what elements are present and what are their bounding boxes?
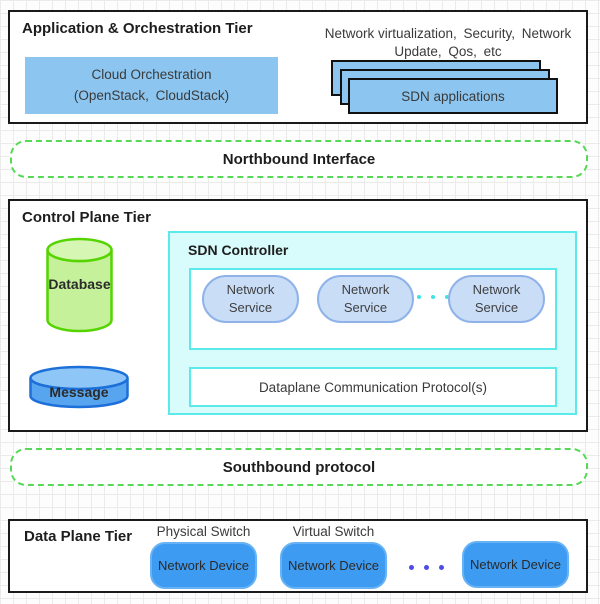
network-service-label: Network Service bbox=[472, 282, 521, 315]
sdn-controller-box: SDN Controller Network Service Network S… bbox=[168, 231, 577, 415]
sdn-applications-box: SDN applications bbox=[348, 78, 558, 114]
control-plane-tier-box: Control Plane Tier Database Message SDN … bbox=[8, 199, 588, 432]
southbound-protocol-band: Southbound protocol bbox=[10, 448, 588, 486]
northbound-interface-band: Northbound Interface bbox=[10, 140, 588, 178]
southbound-protocol-label: Southbound protocol bbox=[222, 458, 376, 476]
sdn-apps-caption: Network virtualization, Security, Networ… bbox=[313, 25, 583, 61]
application-orchestration-tier-box: Application & Orchestration Tier Cloud O… bbox=[8, 10, 588, 124]
cloud-orchestration-line2: (OpenStack, CloudStack) bbox=[73, 87, 230, 103]
network-service-box-3: Network Service bbox=[448, 275, 545, 323]
network-device-box-1: Network Device bbox=[150, 542, 257, 589]
network-service-label: Network Service bbox=[226, 282, 275, 315]
dataplane-protocol-label: Dataplane Communication Protocol(s) bbox=[258, 379, 488, 395]
network-service-label: Network Service bbox=[341, 282, 390, 315]
physical-switch-label: Physical Switch bbox=[156, 524, 251, 539]
control-tier-title: Control Plane Tier bbox=[22, 209, 151, 226]
sdn-apps-caption-line1: Network virtualization, Security, Networ… bbox=[324, 26, 572, 41]
database-cylinder-shape bbox=[46, 237, 113, 333]
services-ellipsis-dots bbox=[417, 295, 449, 299]
application-tier-title: Application & Orchestration Tier bbox=[22, 20, 253, 37]
northbound-interface-label: Northbound Interface bbox=[222, 150, 376, 168]
message-cylinder: Message bbox=[28, 365, 130, 410]
cloud-orchestration-box: Cloud Orchestration (OpenStack, CloudSta… bbox=[25, 57, 278, 114]
virtual-switch-label: Virtual Switch bbox=[292, 524, 375, 539]
message-label: Message bbox=[49, 384, 109, 400]
ellipsis-dot bbox=[424, 565, 429, 570]
network-device-label: Network Device bbox=[287, 557, 380, 573]
sdn-apps-caption-line2: Update, Qos, etc bbox=[394, 44, 502, 60]
ellipsis-dot bbox=[439, 565, 444, 570]
ellipsis-dot bbox=[417, 295, 421, 299]
network-device-label: Network Device bbox=[469, 556, 562, 572]
network-device-box-3: Network Device bbox=[462, 541, 569, 588]
network-service-box-1: Network Service bbox=[202, 275, 299, 323]
sdn-applications-label: SDN applications bbox=[401, 88, 505, 104]
ellipsis-dot bbox=[431, 295, 435, 299]
ellipsis-dot bbox=[409, 565, 414, 570]
devices-ellipsis-dots bbox=[409, 565, 444, 570]
data-plane-tier-box: Data Plane Tier Physical Switch Virtual … bbox=[8, 519, 588, 593]
sdn-controller-title: SDN Controller bbox=[188, 242, 289, 258]
network-device-label: Network Device bbox=[157, 557, 250, 573]
network-services-container: Network Service Network Service Network … bbox=[189, 268, 557, 350]
database-cylinder: Database bbox=[45, 237, 114, 333]
cloud-orchestration-line1: Cloud Orchestration bbox=[91, 67, 212, 83]
ellipsis-dot bbox=[445, 295, 449, 299]
data-tier-title: Data Plane Tier bbox=[24, 528, 133, 545]
message-cylinder-shape bbox=[29, 365, 129, 409]
database-label: Database bbox=[48, 276, 111, 292]
network-device-box-2: Network Device bbox=[280, 542, 387, 589]
network-service-box-2: Network Service bbox=[317, 275, 414, 323]
dataplane-protocol-box: Dataplane Communication Protocol(s) bbox=[189, 367, 557, 407]
